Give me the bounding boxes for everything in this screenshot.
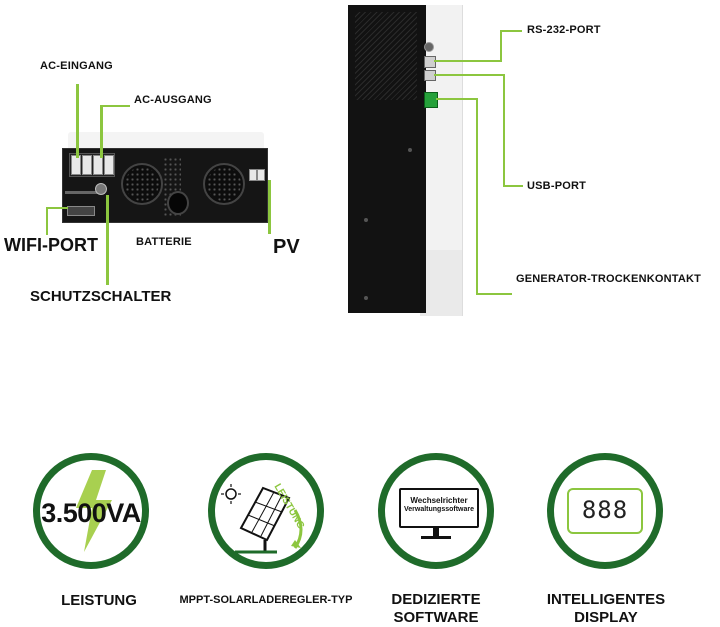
- generator-dry-contact-terminal: [424, 92, 438, 108]
- ac-terminal-3: [93, 155, 103, 175]
- callout-line-pv: [268, 180, 271, 234]
- display-icon: [567, 488, 643, 534]
- label-breaker: SCHUTZSCHALTER: [30, 288, 172, 305]
- monitor-text-1: Wechselrichter: [410, 496, 468, 505]
- feature-label-display-2: DISPLAY: [574, 609, 638, 626]
- wifi-port-socket: [67, 206, 95, 216]
- battery-terminal: [167, 191, 189, 215]
- callout-line-usb-v: [503, 74, 505, 186]
- feature-circle-solar: LEISTUNG: [208, 453, 324, 569]
- display-digits: 888: [581, 496, 629, 524]
- label-ac-input: AC-EINGANG: [40, 60, 113, 72]
- callout-line-ac-output-vertical: [100, 105, 103, 158]
- feature-circle-power: 3.500VA: [33, 453, 149, 569]
- side-vent-slots: [355, 12, 417, 100]
- feature-label-software: DEDIZIERTE SOFTWARE: [370, 591, 502, 627]
- label-usb-port: USB-PORT: [527, 180, 587, 192]
- feature-circle-software: Wechselrichter Verwaltungssoftware: [378, 453, 494, 569]
- label-plate: [65, 191, 105, 194]
- ac-terminal-2: [82, 155, 92, 175]
- callout-line-usb-h2: [503, 185, 523, 187]
- callout-line-rs232-h2: [500, 30, 522, 32]
- label-generator-dry-contact: GENERATOR-TROCKENKONTAKT: [516, 273, 702, 285]
- power-bolt-icon: [76, 470, 112, 552]
- feature-circle-display: 888: [547, 453, 663, 569]
- feature-label-software-2: SOFTWARE: [393, 609, 479, 626]
- monitor-stand: [433, 526, 439, 536]
- screw-1: [364, 218, 368, 222]
- cooling-fan-left: [121, 163, 163, 205]
- feature-label-solar: MPPT-SOLARLADEREGLER-TYP: [179, 594, 353, 606]
- screw-2: [364, 296, 368, 300]
- solar-panel-icon: [221, 484, 303, 554]
- side-round-connector: [424, 42, 434, 52]
- label-ac-output: AC-AUSGANG: [134, 94, 212, 106]
- label-wifi-port: WIFI-PORT: [4, 235, 98, 255]
- label-battery: BATTERIE: [136, 236, 192, 248]
- callout-line-wifi-vertical: [46, 207, 48, 235]
- screw-3: [408, 148, 412, 152]
- pv-terminal-2: [257, 169, 265, 181]
- pv-terminal-1: [249, 169, 257, 181]
- feature-label-software-1: DEDIZIERTE: [391, 591, 481, 608]
- feature-label-display-1: INTELLIGENTES: [546, 591, 666, 608]
- monitor-base: [421, 536, 451, 539]
- ac-terminal-4: [104, 155, 114, 175]
- callout-line-generator-v: [476, 98, 478, 294]
- callout-line-generator-h2: [476, 293, 512, 295]
- callout-line-rs232-v: [500, 30, 502, 62]
- cooling-fan-right: [203, 163, 245, 205]
- callout-line-ac-output-horizontal: [100, 105, 130, 107]
- callout-line-generator-h1: [436, 98, 478, 100]
- callout-line-wifi-horizontal: [46, 207, 68, 209]
- feature-label-display: INTELLIGENTES DISPLAY: [540, 591, 672, 627]
- inverter-top-cover: [68, 132, 264, 148]
- breaker-knob: [95, 183, 107, 195]
- label-pv: PV: [273, 236, 300, 258]
- power-value: 3.500VA: [41, 498, 141, 528]
- side-cover-lower: [420, 250, 462, 316]
- inverter-front-panel: [62, 148, 268, 223]
- monitor-icon: [399, 488, 479, 528]
- label-rs232-port: RS-232-PORT: [527, 24, 601, 36]
- callout-line-rs232-h1: [434, 60, 502, 62]
- callout-line-breaker: [106, 195, 109, 285]
- callout-line-usb-h1: [434, 74, 504, 76]
- callout-line-ac-input: [76, 84, 79, 158]
- feature-label-power: LEISTUNG: [61, 592, 137, 609]
- ac-terminal-1: [71, 155, 81, 175]
- monitor-text-2: Verwaltungssoftware: [403, 506, 475, 513]
- rs232-port-socket: [424, 56, 436, 68]
